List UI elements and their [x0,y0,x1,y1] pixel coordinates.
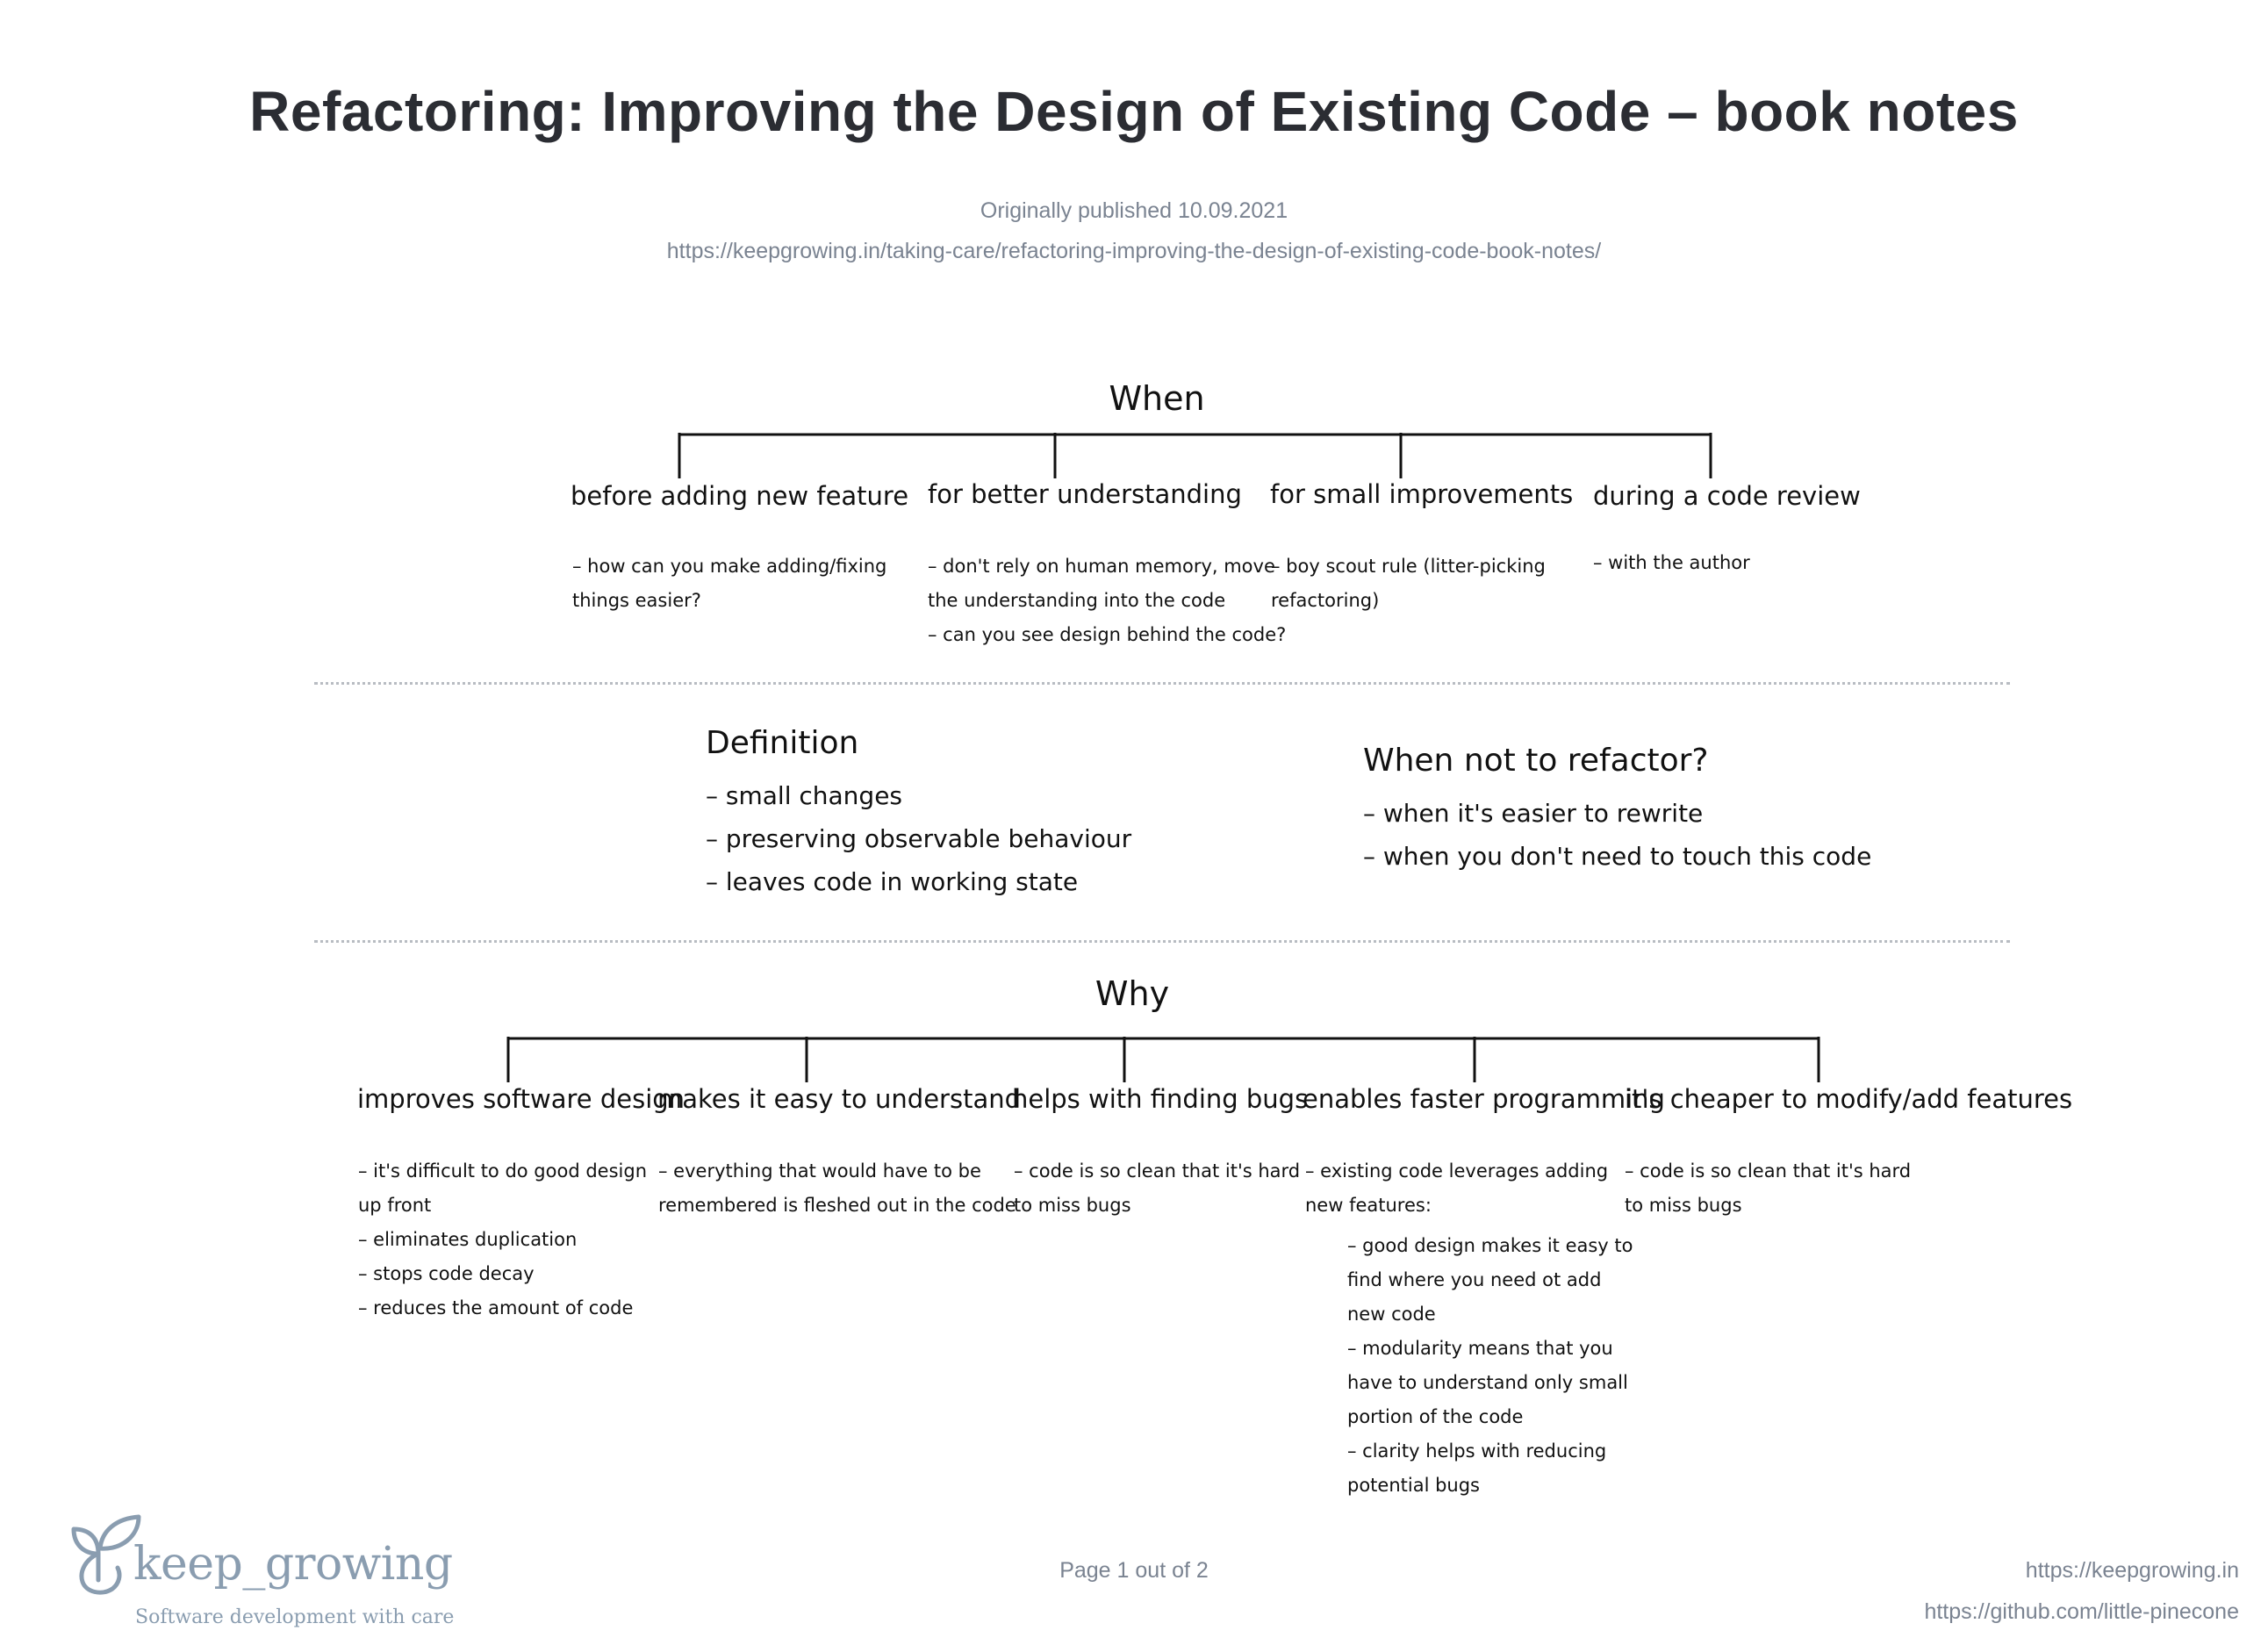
note-line: new code [1347,1304,1436,1325]
when-notes-1: – how can you make adding/fixing things … [572,550,886,618]
when-notes-3: – boy scout rule (litter-picking refacto… [1271,550,1546,618]
brand-name: keep_growing [133,1538,453,1591]
note-line: – good design makes it easy to [1347,1235,1633,1256]
github-link[interactable]: https://github.com/little-pinecone [1924,1599,2239,1624]
why-branch-label-4: enables faster programming [1303,1084,1665,1114]
note-line: new features: [1305,1195,1432,1216]
note-line: find where you need ot add [1347,1269,1602,1290]
definition-list: – small changes – preserving observable … [706,774,1131,903]
note-line: things easier? [572,590,701,611]
note-line: the understanding into the code [928,590,1226,611]
section-divider-2 [314,940,2010,943]
note-line: – existing code leverages adding [1305,1160,1609,1182]
note-line: – with the author [1593,552,1750,573]
note-line: – reduces the amount of code [358,1297,634,1318]
note-line: – it's difficult to do good design [358,1160,648,1182]
note-line: – stops code decay [358,1263,535,1284]
when-not-title: When not to refactor? [1363,743,1709,779]
note-line: potential bugs [1347,1475,1480,1496]
when-not-item: – when you don't need to touch this code [1363,842,1872,871]
why-branch-label-3: helps with finding bugs [1012,1084,1309,1114]
when-not-item: – when it's easier to rewrite [1363,799,1704,828]
when-notes-4: – with the author [1593,546,1750,580]
definition-item: – preserving observable behaviour [706,824,1132,853]
note-line: – can you see design behind the code? [928,624,1287,645]
note-line: – everything that would have to be [658,1160,981,1182]
definition-title: Definition [706,725,859,761]
why-notes-1: – it's difficult to do good design up fr… [358,1154,647,1325]
why-notes-3: – code is so clean that it's hard to mis… [1014,1154,1300,1223]
published-date: Originally published 10.09.2021 [980,198,1288,223]
when-branch-label-4: during a code review [1593,481,1861,511]
when-branch-label-2: for better understanding [928,479,1242,509]
when-title: When [1109,379,1205,418]
note-line: – don't rely on human memory, move [928,556,1275,577]
sprout-logo-icon [67,1508,146,1596]
source-url[interactable]: https://keepgrowing.in/taking-care/refac… [666,239,1602,263]
note-line: remembered is fleshed out in the code [658,1195,1016,1216]
when-not-list: – when it's easier to rewrite – when you… [1363,792,1871,878]
page-counter: Page 1 out of 2 [1059,1558,1209,1583]
when-branch-label-1: before adding new feature [571,481,909,511]
note-line: – code is so clean that it's hard [1014,1160,1301,1182]
page-title: Refactoring: Improving the Design of Exi… [249,80,2019,143]
note-line: refactoring) [1271,590,1380,611]
note-line: portion of the code [1347,1406,1524,1427]
note-line: – code is so clean that it's hard [1625,1160,1912,1182]
site-link[interactable]: https://keepgrowing.in [2025,1558,2239,1583]
note-line: – modularity means that you [1347,1338,1613,1359]
why-title: Why [1095,974,1170,1013]
note-line: to miss bugs [1014,1195,1131,1216]
why-branch-label-2: makes it easy to understand [657,1084,1022,1114]
note-line: have to understand only small [1347,1372,1628,1393]
why-notes-4: – existing code leverages adding new fea… [1305,1154,1608,1223]
why-notes-5: – code is so clean that it's hard to mis… [1625,1154,1911,1223]
note-line: – clarity helps with reducing [1347,1440,1607,1462]
note-line: – boy scout rule (litter-picking [1271,556,1546,577]
section-divider-1 [314,682,2010,685]
why-branch-label-5: it's cheaper to modify/add features [1625,1084,2073,1114]
note-line: – how can you make adding/fixing [572,556,887,577]
why-branch-label-1: improves software design [357,1084,685,1114]
brand-tagline: Software development with care [135,1606,455,1628]
note-line: to miss bugs [1625,1195,1742,1216]
definition-item: – small changes [706,781,903,810]
when-branch-label-3: for small improvements [1270,479,1574,509]
note-line: up front [358,1195,432,1216]
note-line: – eliminates duplication [358,1229,578,1250]
definition-item: – leaves code in working state [706,867,1079,896]
why-notes-2: – everything that would have to be remem… [658,1154,1016,1223]
when-notes-2: – don't rely on human memory, move the u… [928,550,1286,652]
why-subnotes-4: – good design makes it easy to find wher… [1347,1229,1633,1503]
